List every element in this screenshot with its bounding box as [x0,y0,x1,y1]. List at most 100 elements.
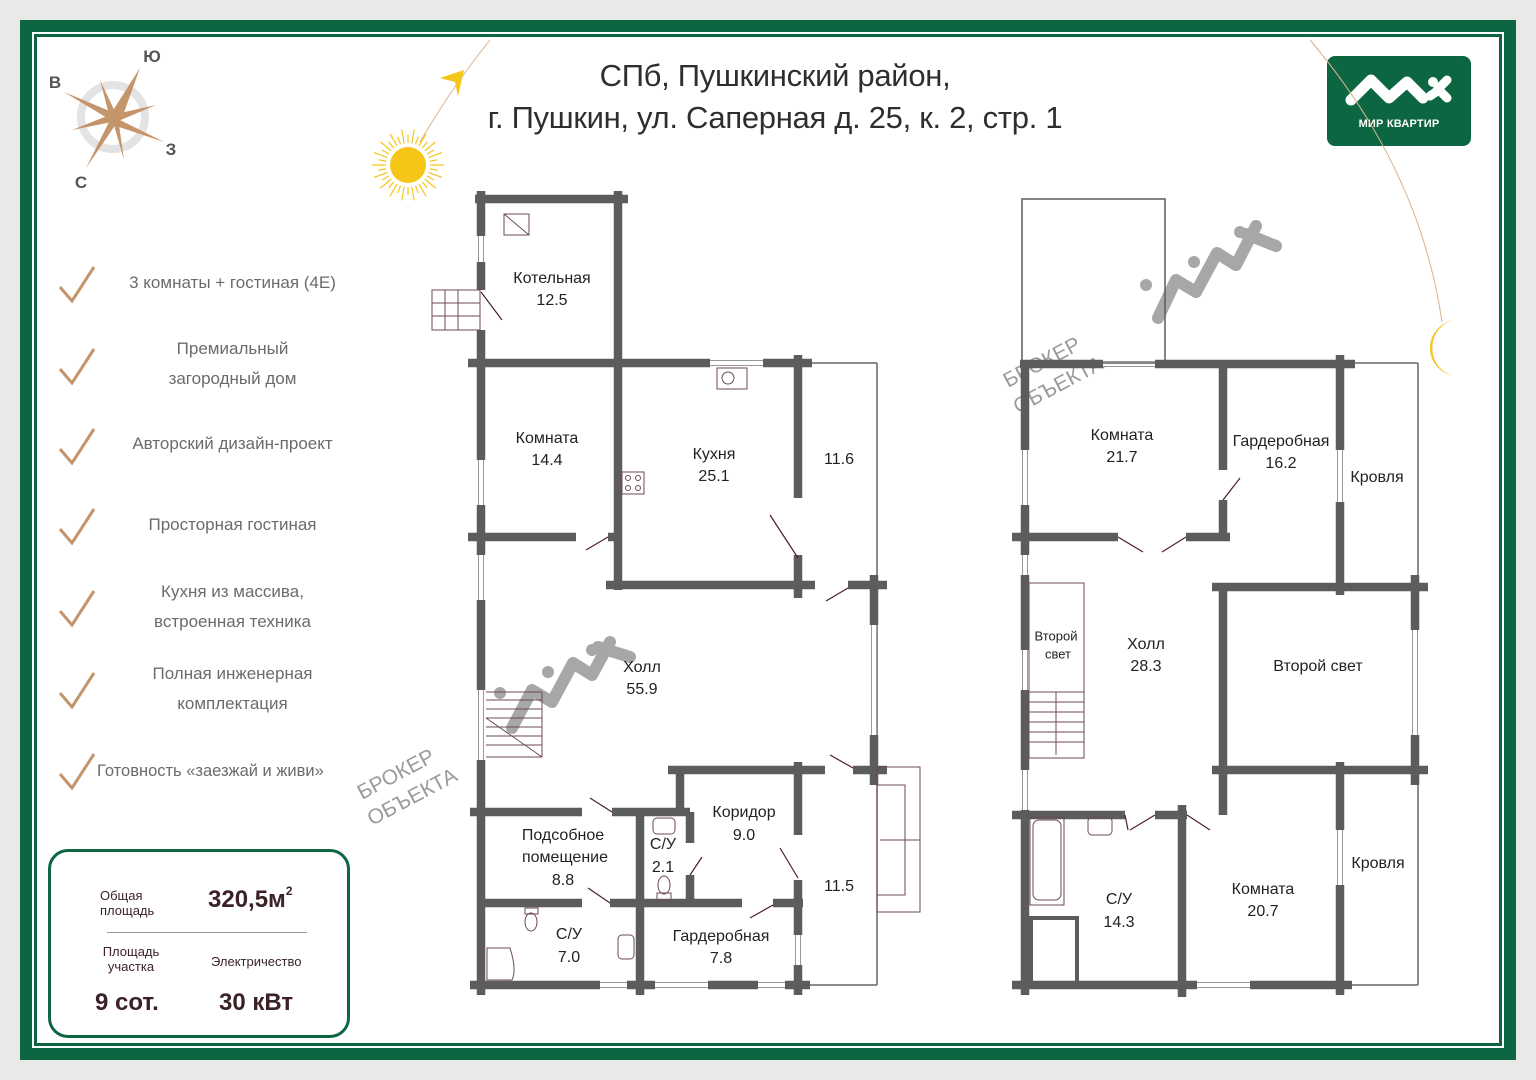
door-swing [1222,477,1241,501]
bathtub-icon [1029,816,1065,906]
washbasin-icon [652,817,676,835]
shower-icon [486,947,515,981]
room-name: Комната [1232,881,1295,898]
feature-item: Просторная гостиная [95,510,370,540]
room-area: 12.5 [536,292,567,309]
room-name: Кровля [1351,855,1404,872]
feature-text: встроенная техника [154,612,311,631]
label-text: Площадь [102,944,160,959]
feature-item: Авторский дизайн-проект [95,429,370,459]
door-swing [1129,814,1156,831]
sun-ray [414,136,419,145]
moon-icon [1309,39,1458,376]
door-swing [1124,814,1129,831]
sun-ray [429,159,438,162]
feature-item: Кухня из массива, встроенная техника [95,577,370,637]
room-area: 20.7 [1247,903,1278,920]
door-swing [749,904,774,919]
divider [107,932,307,933]
sun-ray [388,181,395,189]
doors [480,291,1241,919]
feature-item: 3 комнаты + гостиная (4Е) [95,268,370,298]
sun-ray [414,185,419,194]
room-area: 7.0 [558,949,580,966]
room-area: 11.6 [824,451,854,468]
sun-ray [424,178,436,189]
total-area-value: 320,5м2 [208,884,293,914]
room-name: Второй [1035,628,1078,643]
sun-icon [372,39,491,201]
feature-text: Авторский дизайн-проект [132,434,333,453]
room-name: С/У [650,836,677,853]
sun-ray [388,141,395,149]
floor2-labels: Комната 21.7 Гардеробная 16.2 Кровля Вто… [1035,427,1405,931]
door-swing [829,754,854,769]
mk-logo-icon [1345,74,1452,106]
sun-ray [380,178,392,189]
room-area: 14.3 [1103,914,1134,931]
label-text: Общая [100,888,143,903]
label-text: участка [107,959,155,974]
page-frame-inner [34,34,1502,1046]
feature-item: Готовность «заезжай и живи» [97,756,377,786]
room-area: 8.8 [552,872,574,889]
sun-ray [426,149,435,155]
washbasin-icon [617,934,635,960]
room-name: Комната [1091,427,1154,444]
room-name: Кровля [1350,469,1403,486]
door-swing [769,514,799,559]
check-icon [58,590,96,628]
room-name: Комната [516,430,579,447]
sun-ray [426,175,435,181]
sun-ray [381,175,390,181]
toilet-icon [524,907,539,932]
feature-text: Полная инженерная [152,664,313,683]
door-swing [689,856,703,876]
sun-ray [378,168,387,171]
balcony-outline [1021,198,1166,364]
toilet-icon [656,875,672,902]
sun-ray [421,181,428,189]
shower-cabin-icon [1029,916,1079,987]
walls [468,191,1428,997]
feature-text: Кухня из массива, [161,582,304,601]
washbasin-icon [1087,816,1113,836]
door-swing [480,291,503,321]
check-icon [58,753,96,791]
porch-outline [876,766,921,913]
sun-ray [401,186,405,201]
room-area: 2.1 [652,859,674,876]
sun-ray [378,159,387,162]
sun-ray [411,129,415,144]
sun-ray [421,141,428,149]
check-icon [58,428,96,466]
room-area: 7.8 [710,950,732,967]
value-text: 320,5м [208,886,286,913]
compass-north-label: С [75,173,87,192]
sun-ray [429,168,438,171]
door-swing [1117,536,1144,553]
room-area: 9.0 [733,827,755,844]
room-name: Гардеробная [673,928,770,945]
room-area: 55.9 [626,681,657,698]
check-icon [58,508,96,546]
feature-text: Премиальный [176,339,289,358]
room-name: С/У [1106,891,1133,908]
room-name: Коридор [712,804,775,821]
feature-text: 3 комнаты + гостиная (4Е) [129,273,336,292]
power-label: Электричество [211,954,302,969]
plot-area-value: 9 сот. [95,989,159,1016]
room-name: Холл [623,659,661,676]
label-text: площадь [100,903,155,918]
staircase-icon [485,691,543,758]
room-area: 21.7 [1106,449,1137,466]
check-icon [58,266,96,304]
sun-ray [428,171,443,178]
sun-ray [418,183,427,197]
sun-ray [397,136,402,145]
